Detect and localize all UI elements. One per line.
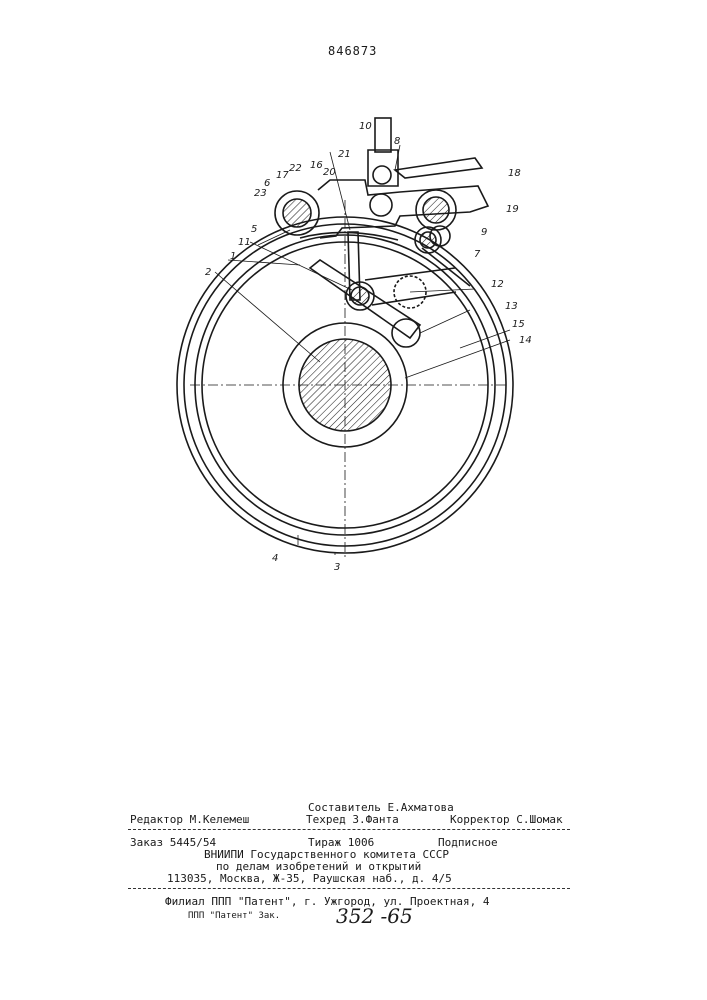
fig-label-23: 23 <box>254 188 267 199</box>
stamp-line: ППП "Патент" Зак. <box>188 911 280 921</box>
fig-label-5: 5 <box>251 224 257 235</box>
editor-line: Редактор М.Келемеш <box>130 813 249 826</box>
branch-line: Филиал ППП "Патент", г. Ужгород, ул. Про… <box>165 895 490 908</box>
fig-label-22: 22 <box>289 163 302 174</box>
fig-label-4: 4 <box>272 553 278 564</box>
fig-label-21: 21 <box>338 149 351 160</box>
corrector-line: Корректор С.Шомак <box>450 813 563 826</box>
fig-label-1: 1 <box>230 251 236 262</box>
divider-bottom <box>128 888 570 889</box>
fig-label-18: 18 <box>508 168 521 179</box>
fig-label-15: 15 <box>512 319 525 330</box>
fig-label-13: 13 <box>505 301 518 312</box>
technical-drawing: 10 8 22 16 21 17 6 23 20 18 19 5 9 11 7 … <box>0 0 707 780</box>
fig-label-20: 20 <box>323 167 336 178</box>
fig-label-14: 14 <box>519 335 532 346</box>
fig-label-11: 11 <box>238 237 251 248</box>
techred-line: Техред З.Фанта <box>306 813 399 826</box>
fig-label-12: 12 <box>491 279 504 290</box>
divider-top <box>128 829 570 830</box>
fig-label-19: 19 <box>506 204 519 215</box>
fig-label-10: 10 <box>359 121 372 132</box>
fig-label-7: 7 <box>474 249 481 260</box>
fig-label-3: 3 <box>334 562 340 573</box>
fig-label-8: 8 <box>394 136 400 147</box>
handwritten-order-number: 352 -65 <box>336 904 413 928</box>
fig-label-2: 2 <box>205 267 211 278</box>
fig-label-9: 9 <box>481 227 487 238</box>
fig-label-16: 16 <box>310 160 323 171</box>
address-line: 113035, Москва, Ж-35, Раушская наб., д. … <box>167 872 452 885</box>
fig-label-17: 17 <box>276 170 289 181</box>
